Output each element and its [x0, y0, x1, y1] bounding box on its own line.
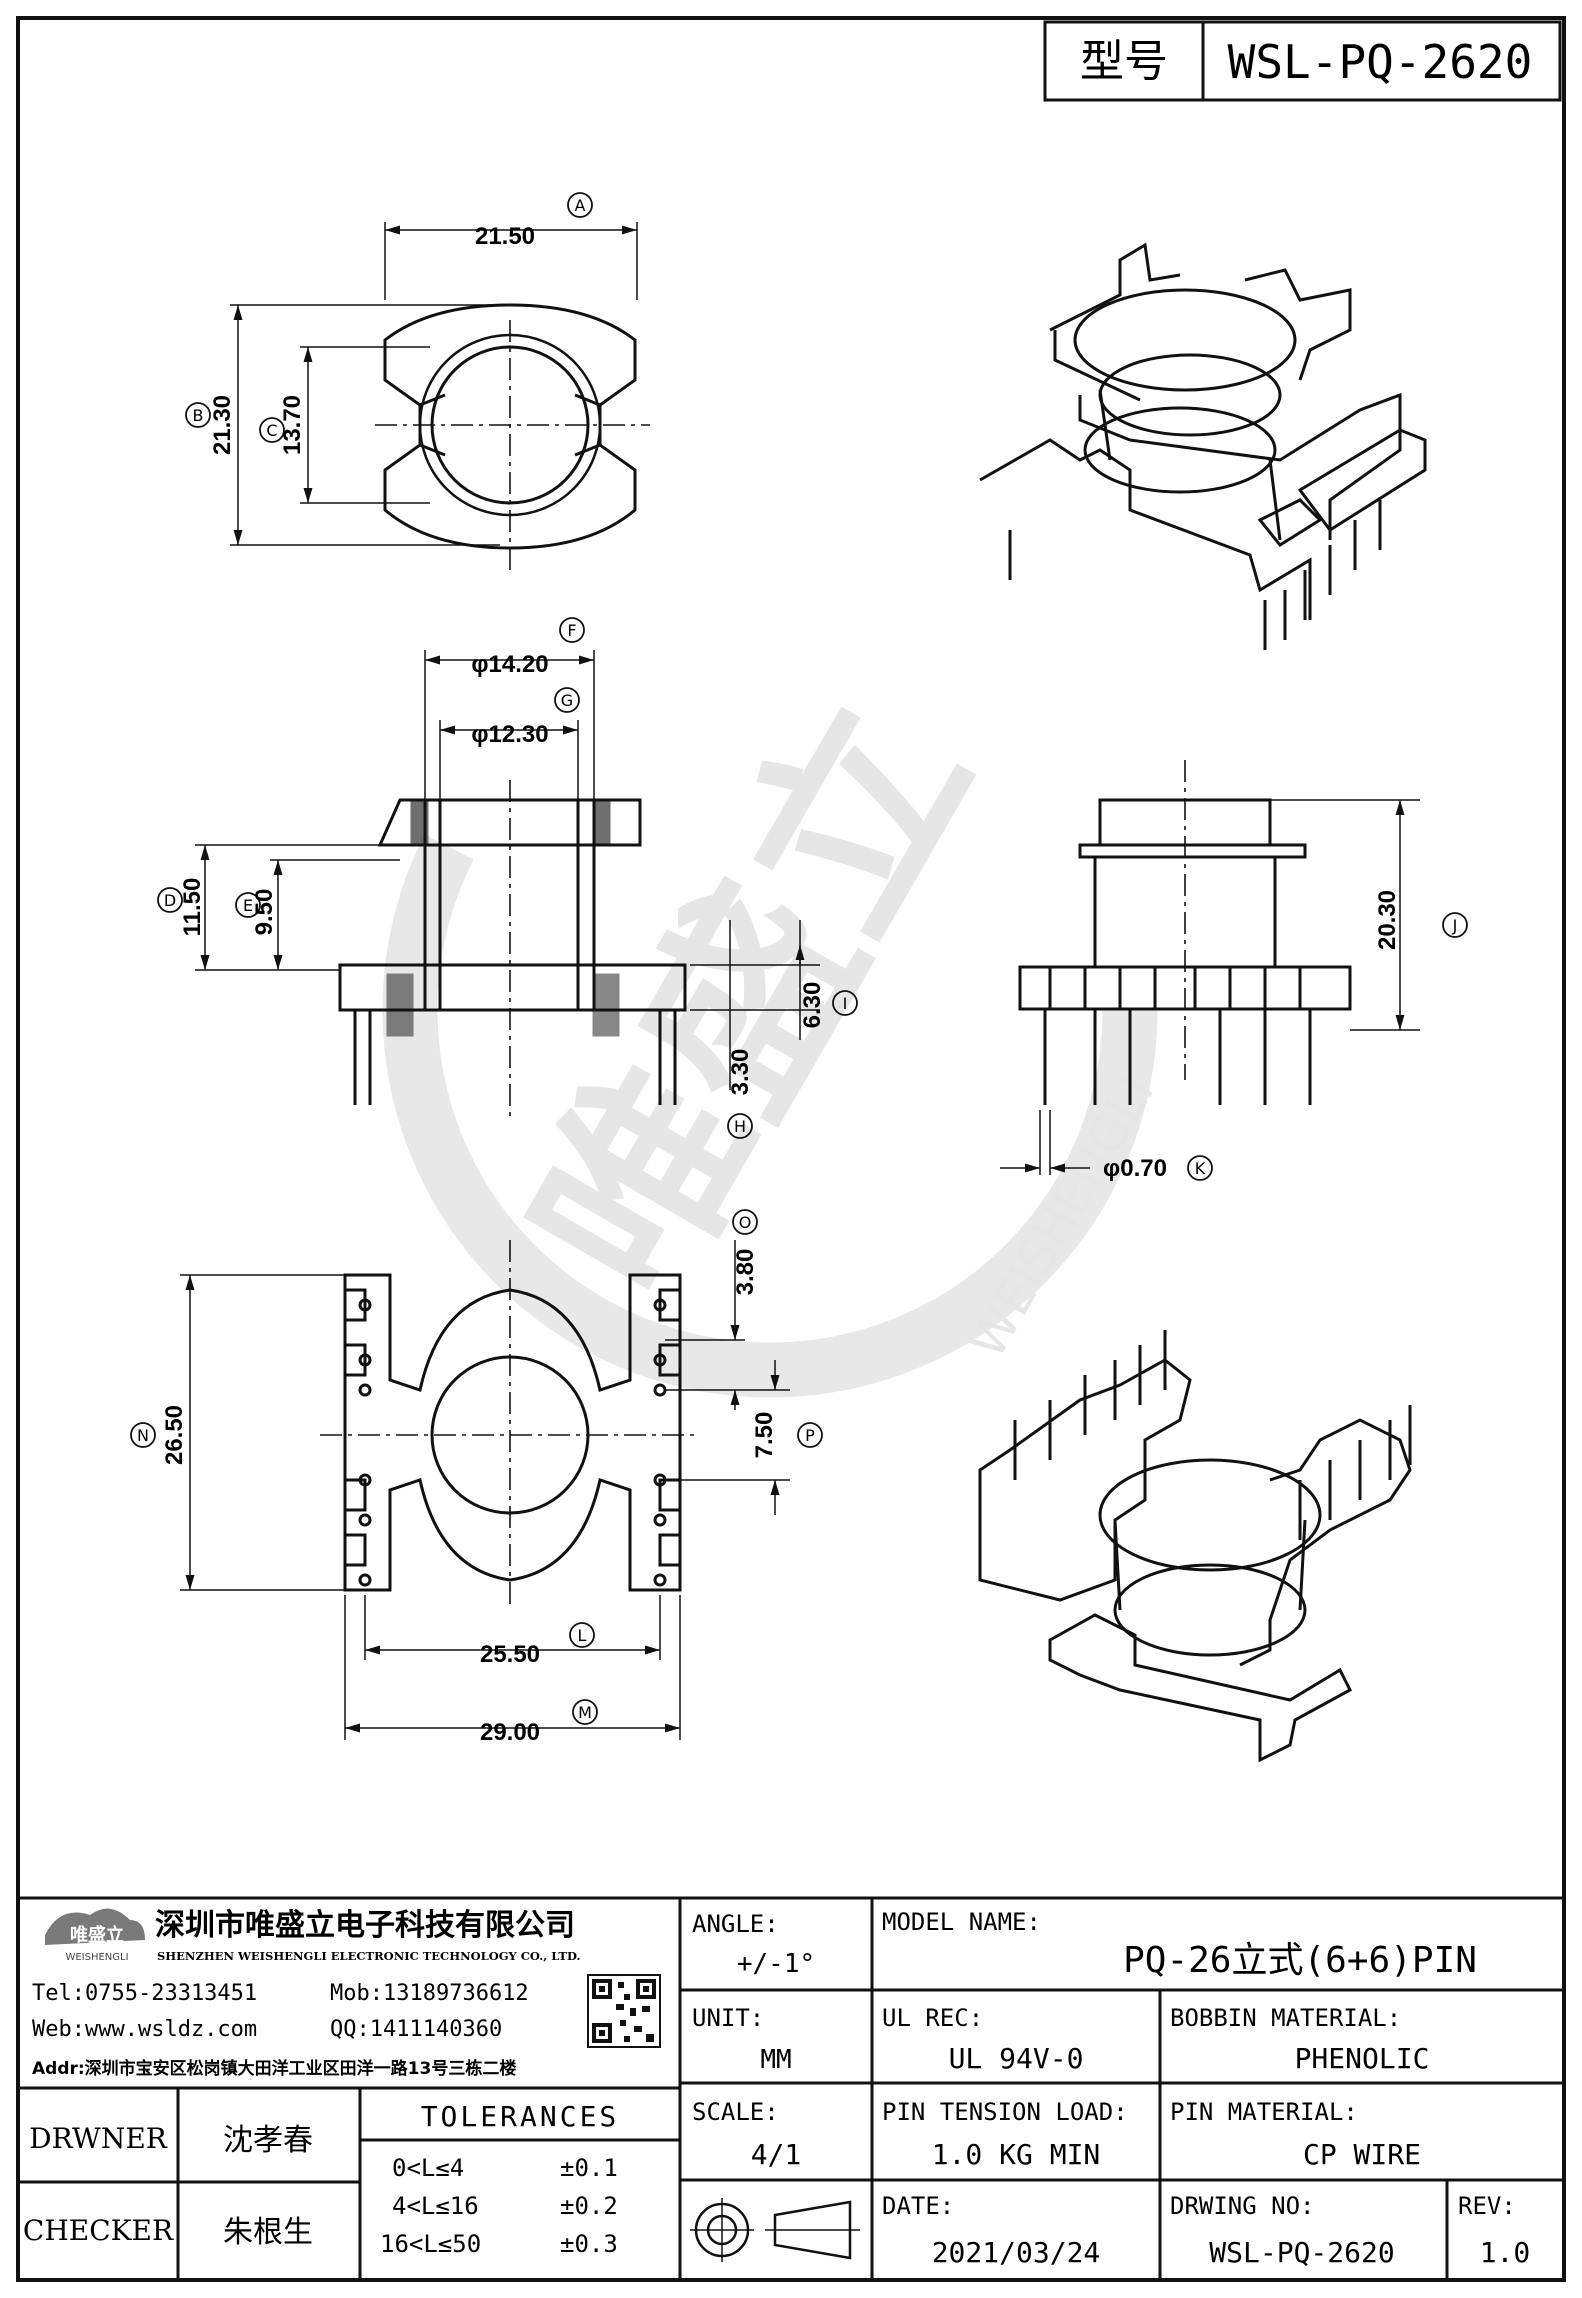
- unit-label: UNIT:: [692, 2004, 764, 2032]
- model-value: PQ-26立式(6+6)PIN: [1123, 1940, 1477, 1981]
- scale-value: 4/1: [751, 2138, 802, 2171]
- tolerances-title: TOLERANCES: [421, 2100, 620, 2133]
- type-label: 型号: [1080, 36, 1168, 87]
- model-label: MODEL NAME:: [882, 1908, 1041, 1936]
- company-tel: Tel:0755-23313451: [32, 1981, 257, 2006]
- qr-code: [587, 1974, 661, 2048]
- date-label: DATE:: [882, 2192, 954, 2220]
- company-logo: 唯盛立 WEISHENGLI: [45, 1908, 145, 1963]
- section-view: [195, 650, 820, 1120]
- dim-I-value: 6.30: [799, 982, 826, 1029]
- tol-range-1: 4<L≤16: [392, 2192, 479, 2220]
- dim-A-value: 21.50: [475, 223, 535, 250]
- company-mob: Mob:13189736612: [330, 1981, 529, 2006]
- dim-O-value: 3.80: [732, 1249, 759, 1296]
- rev-label: REV:: [1458, 2192, 1516, 2220]
- pinmat-value: CP WIRE: [1303, 2138, 1421, 2171]
- tension-value: 1.0 KG MIN: [932, 2138, 1101, 2171]
- company-logo-text: 唯盛立: [70, 1924, 124, 1946]
- checker-label: CHECKER: [23, 2214, 174, 2247]
- dim-D-value: 11.50: [179, 878, 206, 937]
- company-qq: QQ:1411140360: [330, 2017, 502, 2042]
- checker-value: 朱根生: [223, 2215, 313, 2250]
- dim-B-tag: B: [193, 406, 204, 425]
- dim-H-tag: H: [734, 1117, 746, 1136]
- bobbin-value: PHENOLIC: [1295, 2042, 1430, 2075]
- sheet-border: [16, 16, 1566, 2282]
- dim-O-tag: O: [739, 1213, 752, 1232]
- unit-value: MM: [760, 2045, 791, 2075]
- dim-M-tag: M: [578, 1703, 592, 1722]
- title-block-grid: [18, 1896, 1564, 2280]
- dim-N-value: 26.50: [161, 1405, 188, 1465]
- company-logo-sub: WEISHENGLI: [65, 1952, 128, 1963]
- top-view-labels: A 21.50 B 21.30 C 13.70: [185, 192, 593, 455]
- dim-I-tag: I: [843, 994, 848, 1013]
- section-view-labels: F φ14.20 G φ12.30 D 11.50 E 9.50 I 6.30 …: [157, 617, 858, 1139]
- front-view: [1000, 760, 1420, 1175]
- tension-label: PIN TENSION LOAD:: [882, 2098, 1128, 2126]
- dim-L-value: 25.50: [480, 1641, 540, 1668]
- watermark-latin: WEISHENGLI: [958, 1066, 1166, 1368]
- dim-F-tag: F: [567, 621, 576, 640]
- tol-value-1: ±0.2: [560, 2192, 618, 2220]
- dim-P-value: 7.50: [751, 1412, 778, 1459]
- dim-C-tag: C: [266, 421, 277, 440]
- dim-K-value: φ0.70: [1103, 1155, 1167, 1182]
- dim-E-value: 9.50: [251, 889, 278, 936]
- dim-K-tag: K: [1195, 1159, 1206, 1178]
- company-name-cn: 深圳市唯盛立电子科技有限公司: [155, 1908, 575, 1943]
- dim-G-tag: G: [561, 691, 573, 710]
- angle-label: ANGLE:: [692, 1910, 779, 1938]
- scale-label: SCALE:: [692, 2098, 779, 2126]
- iso-view-bottom: [978, 1330, 1412, 1763]
- iso-view-top: [979, 242, 1427, 650]
- tol-range-2: 16<L≤50: [380, 2230, 481, 2258]
- dwg-label: DRWING NO:: [1170, 2192, 1315, 2220]
- angle-value: +/-1°: [737, 1949, 815, 1979]
- tol-value-2: ±0.3: [560, 2230, 618, 2258]
- dim-B-value: 21.30: [209, 395, 236, 455]
- dim-D-tag: D: [164, 891, 176, 910]
- bobbin-label: BOBBIN MATERIAL:: [1170, 2004, 1401, 2032]
- top-view: [230, 222, 650, 570]
- company-addr: Addr:深圳市宝安区松岗镇大田洋工业区田洋一路13号三栋二楼: [32, 2058, 516, 2079]
- dim-H-value: 3.30: [727, 1049, 754, 1096]
- dim-L-tag: L: [578, 1626, 587, 1645]
- type-header: 型号 WSL-PQ-2620: [1043, 20, 1562, 102]
- rev-value: 1.0: [1480, 2236, 1531, 2269]
- dim-F-value: φ14.20: [471, 651, 548, 678]
- dim-N-tag: N: [137, 1426, 149, 1445]
- company-name-en: SHENZHEN WEISHENGLI ELECTRONIC TECHNOLOG…: [157, 1949, 581, 1963]
- dim-E-tag: E: [243, 896, 253, 915]
- projection-symbol: [690, 2198, 860, 2262]
- dim-J-value: 20.30: [1374, 890, 1401, 950]
- pinmat-label: PIN MATERIAL:: [1170, 2098, 1358, 2126]
- dim-P-tag: P: [805, 1426, 815, 1445]
- ulrec-label: UL REC:: [882, 2004, 983, 2032]
- date-value: 2021/03/24: [932, 2236, 1101, 2269]
- company-web: Web:www.wsldz.com: [32, 2017, 257, 2042]
- drawner-value: 沈孝春: [223, 2123, 313, 2158]
- dim-J-tag: J: [1452, 916, 1458, 935]
- front-view-labels: J 20.30 K φ0.70: [1103, 890, 1468, 1182]
- ulrec-value: UL 94V-0: [949, 2042, 1084, 2075]
- dim-A-tag: A: [575, 196, 586, 215]
- bottom-view-labels: O 3.80 P 7.50 N 26.50 L 25.50 M 29.00: [130, 1209, 823, 1746]
- bottom-view: [180, 1240, 790, 1740]
- dim-M-value: 29.00: [480, 1719, 540, 1746]
- dwg-value: WSL-PQ-2620: [1209, 2236, 1394, 2269]
- spec-cells: ANGLE: +/-1° MODEL NAME: PQ-26立式(6+6)PIN…: [690, 1908, 1530, 2269]
- drawner-label: DRWNER: [29, 2122, 168, 2155]
- company-block: 唯盛立 WEISHENGLI 深圳市唯盛立电子科技有限公司 SHENZHEN W…: [32, 1908, 661, 2079]
- dim-C-value: 13.70: [279, 395, 306, 455]
- tol-range-0: 0<L≤4: [392, 2154, 464, 2182]
- tol-value-0: ±0.1: [560, 2154, 618, 2182]
- type-value: WSL-PQ-2620: [1228, 35, 1533, 89]
- dim-G-value: φ12.30: [471, 721, 548, 748]
- personnel-block: DRWNER 沈孝春 CHECKER 朱根生 TOLERANCES 0<L≤4 …: [23, 2100, 620, 2258]
